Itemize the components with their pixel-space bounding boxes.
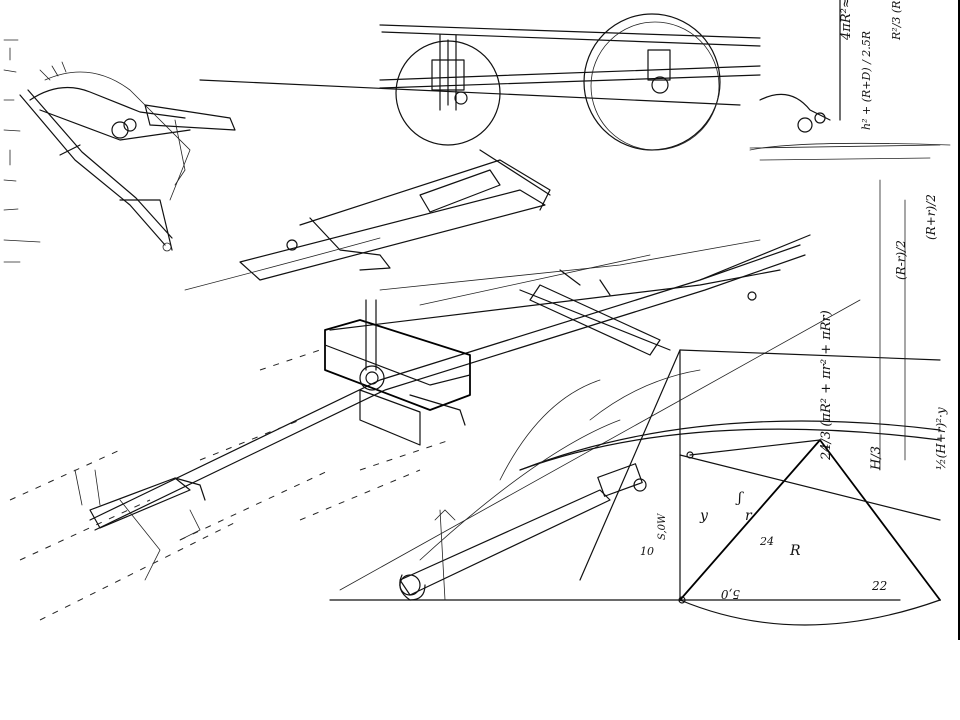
chain-hook-detail	[749, 93, 941, 161]
annotation-eq-top2: R²/3 (R+D)	[890, 0, 903, 41]
label-s: ʃ	[735, 490, 744, 506]
annotation-eq-h: H/3	[869, 446, 884, 471]
wheel-assembly	[199, 13, 761, 151]
annotation-eq-vol: 24/3 (πR² + πr² + πRr)	[819, 310, 834, 461]
margin-ticks	[3, 39, 41, 263]
label-24: 24	[759, 535, 774, 548]
label-sew: S,0W	[657, 513, 668, 540]
blank-margin	[0, 640, 960, 720]
annotation-eq-long: ½(H+r)²·y	[934, 407, 948, 470]
annotation-eq-r1: (R-r)/2	[894, 240, 908, 280]
formula-column	[749, 0, 951, 471]
main-boom	[74, 234, 811, 581]
label-50: 5,0	[721, 587, 740, 601]
dashed-motion-lines	[9, 349, 451, 621]
label-22: 22	[871, 579, 887, 593]
central-pivot-block	[324, 299, 471, 446]
handwritten-annotations: 4πR²≈2πR² = 1 R²/3 (R+D) h² + (R+D) / 2.…	[640, 0, 948, 601]
lever-chain-detail	[19, 61, 236, 252]
annotation-eq-k: h² + (R+D) / 2.5R	[860, 31, 873, 130]
label-10: 10	[640, 545, 654, 558]
sketch-canvas: 4πR²≈2πR² = 1 R²/3 (R+D) h² + (R+D) / 2.…	[3, 0, 960, 640]
label-r: r	[745, 508, 753, 524]
annotation-eq-top: 4πR²≈2πR² = 1	[839, 0, 854, 41]
label-R: R	[789, 543, 801, 559]
cone-diagram	[329, 299, 941, 626]
technical-sketch: 4πR²≈2πR² = 1 R²/3 (R+D) h² + (R+D) / 2.…	[3, 0, 951, 626]
trailer-frame-upper	[184, 149, 551, 291]
label-y: y	[699, 508, 709, 524]
annotation-eq-r2: (R+r)/2	[924, 194, 938, 240]
